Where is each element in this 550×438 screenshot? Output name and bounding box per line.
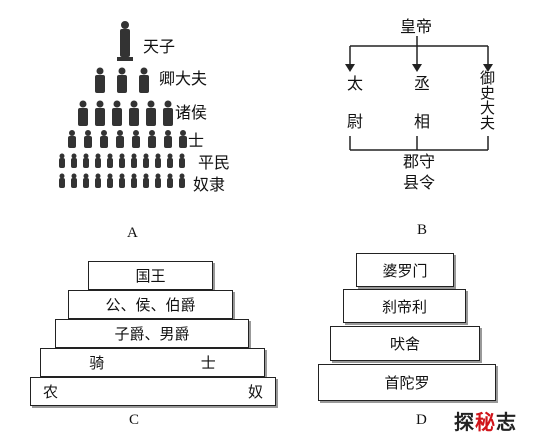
level-label-shi: 士 [188, 131, 205, 150]
panel-letter-b: B [417, 222, 428, 238]
branch-yushidafu: 御史大夫 [478, 70, 496, 130]
tier-shudra-label: 首陀罗 [384, 374, 430, 392]
watermark-logo: 探 秘 志 [450, 406, 520, 435]
tier-vaishya: 吠舍 [330, 326, 480, 361]
tier-dukes: 公、侯、伯爵 [68, 290, 233, 319]
emperor-label: 皇帝 [400, 17, 433, 36]
panel-letter-c: C [129, 412, 140, 428]
hierarchy-lines-icon [345, 36, 493, 151]
tier-viscounts-label: 子爵、男爵 [114, 325, 190, 343]
branch-taiwei: 太尉 [344, 75, 363, 151]
watermark-char-3: 志 [496, 410, 516, 434]
level-label-tianzi: 天子 [143, 37, 176, 56]
tier-knights-label-1: 骑 [89, 354, 105, 372]
figure-pyramid-icon [59, 21, 187, 188]
branch-chengxiang: 丞相 [411, 75, 430, 151]
tier-vaishya-label: 吠舍 [389, 335, 420, 353]
tier-serfs: 农 奴 [30, 377, 276, 406]
tier-serfs-label-left: 农 [43, 383, 59, 401]
tier-brahmin: 婆罗门 [356, 253, 454, 287]
tier-king: 国王 [88, 261, 213, 290]
level-label-zhuhou: 诸侯 [175, 103, 208, 122]
watermark-char-1: 探 [454, 410, 474, 434]
tier-serfs-label-right: 奴 [247, 383, 263, 401]
panel-letter-d: D [416, 412, 427, 428]
tier-knights-label-2: 士 [200, 354, 216, 372]
watermark-char-2: 秘 [475, 410, 495, 434]
level-label-pingmin: 平民 [198, 153, 231, 172]
tier-viscounts: 子爵、男爵 [55, 319, 249, 348]
tier-kshatriya-label: 刹帝利 [381, 297, 427, 316]
tier-king-label: 国王 [135, 267, 166, 285]
commandery-label: 郡守 [403, 152, 436, 171]
tier-knights: 骑 士 [40, 348, 265, 377]
tier-brahmin-label: 婆罗门 [382, 261, 428, 280]
level-label-nuli: 奴隶 [193, 175, 226, 194]
tier-shudra: 首陀罗 [318, 364, 496, 401]
tier-kshatriya: 刹帝利 [343, 289, 466, 323]
tier-dukes-label: 公、侯、伯爵 [105, 296, 196, 314]
level-label-qingdafu: 卿大夫 [159, 69, 208, 88]
county-label: 县令 [403, 173, 436, 192]
panel-letter-a: A [127, 225, 138, 241]
